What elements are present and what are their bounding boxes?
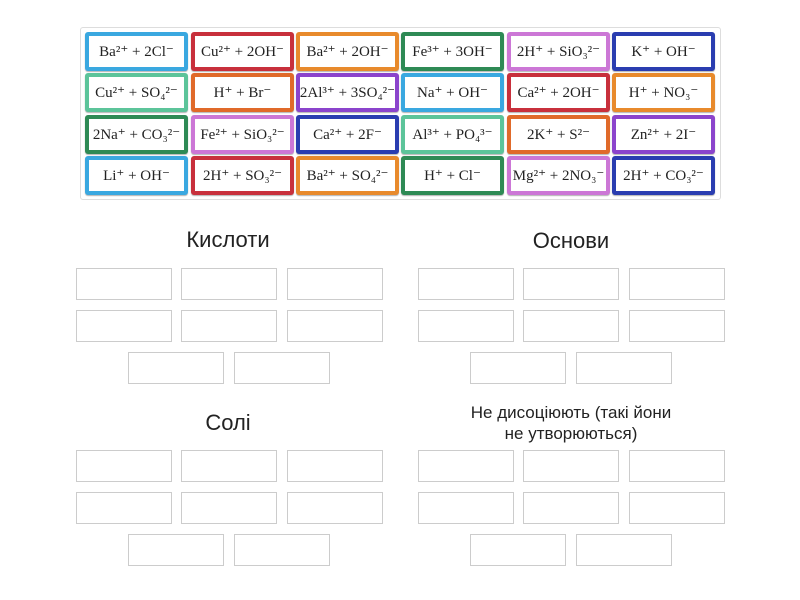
ion-tile[interactable]: 2H⁺ + CO₃²⁻ xyxy=(612,156,715,195)
drop-slot[interactable] xyxy=(576,534,672,566)
ion-tile[interactable]: H⁺ + Br⁻ xyxy=(191,73,294,112)
drop-slot[interactable] xyxy=(523,310,619,342)
drop-slot[interactable] xyxy=(181,310,277,342)
drop-slot[interactable] xyxy=(470,534,566,566)
drop-slot[interactable] xyxy=(287,310,383,342)
drop-slot[interactable] xyxy=(418,492,514,524)
drop-slot[interactable] xyxy=(576,352,672,384)
ion-tile[interactable]: Cu²⁺ + SO₄²⁻ xyxy=(85,73,188,112)
group-heading: Основи xyxy=(532,228,610,253)
drop-slot[interactable] xyxy=(76,310,172,342)
ion-tile[interactable]: Ba²⁺ + SO₄²⁻ xyxy=(296,156,399,195)
ion-tile[interactable]: Zn²⁺ + 2I⁻ xyxy=(612,115,715,154)
drop-slot[interactable] xyxy=(128,534,224,566)
ion-tile[interactable]: 2H⁺ + SO₃²⁻ xyxy=(191,156,294,195)
drop-slot[interactable] xyxy=(76,450,172,482)
ion-tile[interactable]: Cu²⁺ + 2OH⁻ xyxy=(191,32,294,71)
drop-slot[interactable] xyxy=(418,268,514,300)
ion-tile[interactable]: Li⁺ + OH⁻ xyxy=(85,156,188,195)
ion-tile[interactable]: K⁺ + OH⁻ xyxy=(612,32,715,71)
drop-slot[interactable] xyxy=(629,492,725,524)
drop-slot[interactable] xyxy=(128,352,224,384)
drop-slot[interactable] xyxy=(418,310,514,342)
drop-slot[interactable] xyxy=(287,450,383,482)
drop-slot[interactable] xyxy=(629,310,725,342)
ion-tile[interactable]: Al³⁺ + PO₄³⁻ xyxy=(401,115,504,154)
drop-slot[interactable] xyxy=(418,450,514,482)
drop-slot[interactable] xyxy=(287,268,383,300)
ion-tile[interactable]: 2H⁺ + SiO₃²⁻ xyxy=(507,32,610,71)
ion-tile[interactable]: Mg²⁺ + 2NO₃⁻ xyxy=(507,156,610,195)
drop-slot[interactable] xyxy=(181,492,277,524)
drop-slot[interactable] xyxy=(629,450,725,482)
drop-slot[interactable] xyxy=(470,352,566,384)
drop-slot[interactable] xyxy=(287,492,383,524)
group-heading: Солі xyxy=(205,410,251,435)
ion-tile[interactable]: H⁺ + NO₃⁻ xyxy=(612,73,715,112)
drop-slot[interactable] xyxy=(76,492,172,524)
group-heading: Кислоти xyxy=(186,227,270,252)
ion-tile[interactable]: H⁺ + Cl⁻ xyxy=(401,156,504,195)
drop-slot[interactable] xyxy=(181,268,277,300)
drop-slot[interactable] xyxy=(523,450,619,482)
ion-tile[interactable]: Fe³⁺ + 3OH⁻ xyxy=(401,32,504,71)
tile-bank: Ba²⁺ + 2Cl⁻Cu²⁺ + 2OH⁻Ba²⁺ + 2OH⁻Fe³⁺ + … xyxy=(80,27,721,200)
drop-slot[interactable] xyxy=(76,268,172,300)
drop-slot[interactable] xyxy=(629,268,725,300)
ion-tile[interactable]: 2Al³⁺ + 3SO₄²⁻ xyxy=(296,73,399,112)
ion-tile[interactable]: Fe²⁺ + SiO₃²⁻ xyxy=(191,115,294,154)
drop-slot[interactable] xyxy=(523,268,619,300)
ion-tile[interactable]: Ba²⁺ + 2Cl⁻ xyxy=(85,32,188,71)
ion-tile[interactable]: Ca²⁺ + 2OH⁻ xyxy=(507,73,610,112)
drop-slot[interactable] xyxy=(181,450,277,482)
drop-slot[interactable] xyxy=(523,492,619,524)
ion-tile[interactable]: Ba²⁺ + 2OH⁻ xyxy=(296,32,399,71)
ion-tile[interactable]: 2K⁺ + S²⁻ xyxy=(507,115,610,154)
drop-slot[interactable] xyxy=(234,534,330,566)
group-heading: Не дисоціюють (такі йони не утворюються) xyxy=(470,403,672,443)
drop-slot[interactable] xyxy=(234,352,330,384)
ion-tile[interactable]: 2Na⁺ + CO₃²⁻ xyxy=(85,115,188,154)
ion-tile[interactable]: Na⁺ + OH⁻ xyxy=(401,73,504,112)
ion-tile[interactable]: Ca²⁺ + 2F⁻ xyxy=(296,115,399,154)
